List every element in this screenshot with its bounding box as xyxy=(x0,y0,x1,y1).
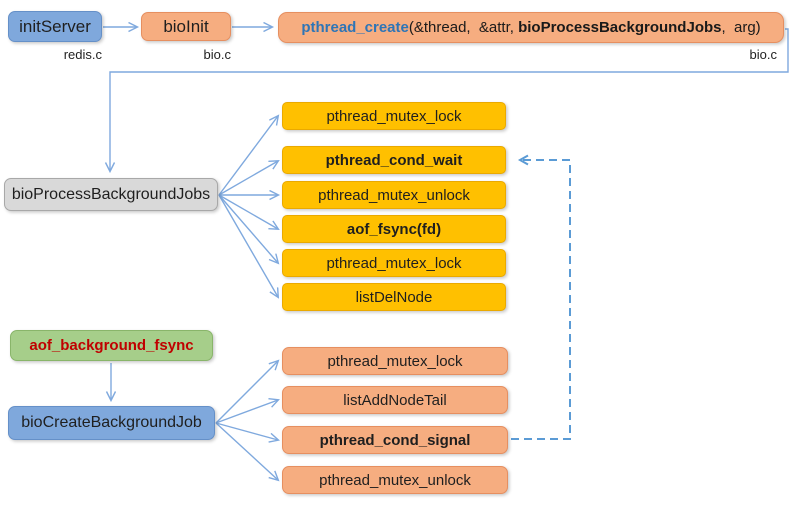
producer-call-box-cond-signal: pthread_cond_signal xyxy=(282,426,508,454)
producer-call-box-mutex-lock: pthread_mutex_lock xyxy=(282,347,508,375)
pthread-create-args-post: , arg) xyxy=(721,19,761,36)
producer-call-box-mutex-unlock: pthread_mutex_unlock xyxy=(282,466,508,494)
worker-call-box-mutex-lock-1: pthread_mutex_lock xyxy=(282,102,506,130)
worker-call-box-aof-fsync: aof_fsync(fd) xyxy=(282,215,506,243)
pthread-create-callback-text: bioProcessBackgroundJobs xyxy=(518,19,722,36)
cond-signal-to-wait-arrow xyxy=(511,154,571,440)
file-label-bio-c-1: bio.c xyxy=(203,47,231,62)
producer-call-box-list-add-node-tail: listAddNodeTail xyxy=(282,386,508,414)
trigger-box: aof_background_fsync xyxy=(10,330,213,361)
init-server-box: initServer xyxy=(8,11,102,42)
worker-call-box-mutex-lock-2: pthread_mutex_lock xyxy=(282,249,506,277)
flow-arrows xyxy=(103,27,789,480)
file-label-bio-c-2: bio.c xyxy=(749,47,777,62)
file-label-redis-c: redis.c xyxy=(63,47,102,62)
trigger-label: aof_background_fsync xyxy=(29,337,194,354)
pthread-create-args-pre: (&thread, &attr, xyxy=(408,19,519,36)
worker-call-box-mutex-unlock: pthread_mutex_unlock xyxy=(282,181,506,209)
pthread-create-fn-text: pthread_create xyxy=(301,19,409,36)
pthread-create-box: pthread_create(&thread, &attr, bioProces… xyxy=(278,12,784,43)
worker-box: bioProcessBackgroundJobs xyxy=(4,178,218,211)
worker-call-box-cond-wait: pthread_cond_wait xyxy=(282,146,506,174)
producer-box: bioCreateBackgroundJob xyxy=(8,406,215,440)
worker-call-box-list-del-node: listDelNode xyxy=(282,283,506,311)
bio-init-box: bioInit xyxy=(141,12,231,41)
